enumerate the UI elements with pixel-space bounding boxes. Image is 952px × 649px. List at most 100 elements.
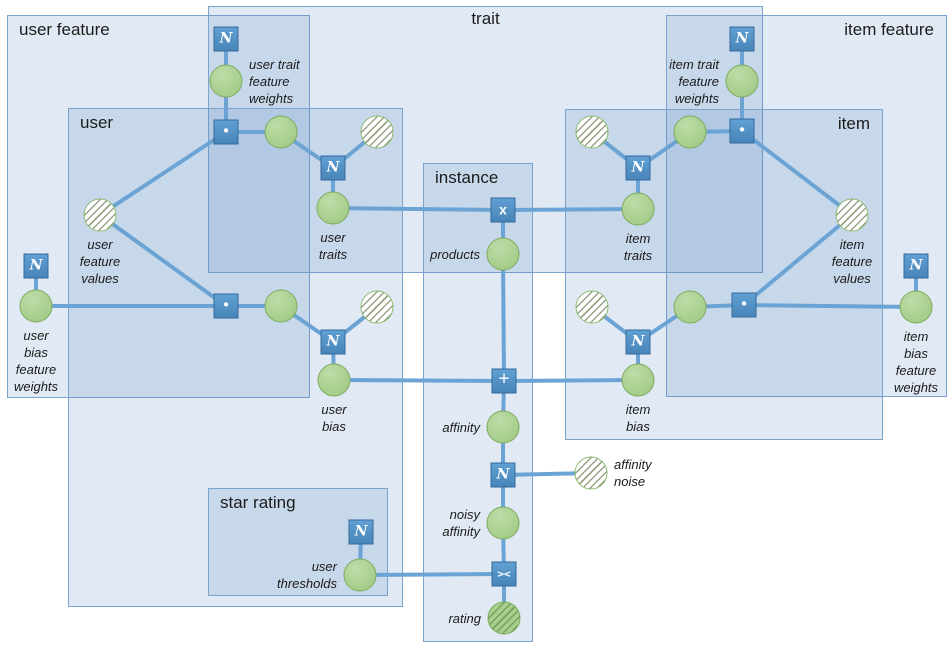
factor-gaussian-item-trait-feature-weights: N [729, 26, 755, 52]
variable-user-feature-values [83, 198, 117, 232]
variable-label-line: noise [614, 474, 646, 489]
factor-inner-product-item-traits: • [729, 118, 755, 144]
variable-user-traits-latent [264, 115, 298, 149]
variable-rating [487, 601, 521, 635]
factor-glyph-gaussian-noise: N [496, 466, 510, 483]
factor-inner-product-user-bias: • [213, 293, 239, 319]
edge-products--sum [501, 253, 506, 382]
plate-label-user-feature: user feature [19, 20, 110, 39]
variable-affinity [486, 410, 520, 444]
factor-glyph-gaussian-user-bias: N [326, 333, 340, 350]
variable-label-line: weights [249, 90, 294, 106]
plate-item-feature: item feature [666, 15, 947, 397]
factor-glyph-gaussian-user-bias-feature-weights: N [29, 257, 43, 274]
variable-label-rating: rating [331, 610, 481, 627]
variable-user-traits-observed [360, 115, 394, 149]
factor-gaussian-user-bias: N [320, 329, 346, 355]
factor-glyph-gaussian-item-trait-feature-weights: N [735, 30, 749, 47]
variable-label-line: feature [831, 254, 873, 269]
edge-item-bias--sum [503, 378, 639, 383]
factor-glyph-sum: + [498, 368, 510, 390]
edge-item-bias-feature-weights--inner-product-item-bias [743, 303, 917, 309]
variable-label-user-feature-values: user feature values [40, 236, 160, 287]
plate-label-trait: trait [471, 9, 500, 28]
factor-gaussian-user-bias-feature-weights: N [23, 253, 49, 279]
edge-user-feature-values--inner-product-user-traits [98, 130, 228, 217]
factor-gaussian-user-thresholds: N [348, 519, 374, 545]
plate-trait: trait [208, 6, 763, 273]
plate-user: user [68, 108, 403, 607]
variable-label-line: weights [893, 380, 939, 395]
variable-products [486, 237, 520, 271]
factor-glyph-gaussian-item-traits: N [631, 159, 645, 176]
variable-label-line: rating [448, 610, 481, 626]
edge-item-traits--product [502, 207, 639, 212]
factor-gaussian-item-bias-feature-weights: N [903, 253, 929, 279]
variable-label-line: feature [15, 362, 57, 377]
variable-user-bias-latent [264, 289, 298, 323]
factor-glyph-product: x [499, 201, 507, 217]
variable-user-traits [316, 191, 350, 225]
variable-item-bias-observed [575, 290, 609, 324]
edge-user-traits--product [332, 206, 504, 212]
variable-label-line: weights [13, 379, 59, 394]
edge-user-thresholds--threshold-compare [359, 572, 505, 577]
variable-label-line: weights [674, 90, 719, 106]
variable-label-line: noisy [449, 507, 480, 522]
variable-label-line: user [87, 237, 113, 252]
variable-user-thresholds [343, 558, 377, 592]
variable-label-line: products [430, 246, 480, 262]
variable-label-products: products [330, 246, 480, 263]
factor-glyph-gaussian-user-thresholds: N [354, 523, 368, 540]
variable-label-line: values [81, 271, 119, 286]
variable-user-bias-observed [360, 290, 394, 324]
factor-product: x [490, 197, 516, 223]
variable-label-line: user [23, 328, 49, 343]
variable-user-trait-feature-weights [209, 64, 243, 98]
factor-gaussian-item-bias: N [625, 329, 651, 355]
plate-user-feature: user feature [7, 15, 310, 398]
factor-glyph-threshold-compare: >< [497, 567, 511, 581]
variable-label-line: bias [322, 419, 346, 434]
plate-label-item: item [837, 114, 870, 133]
factor-glyph-gaussian-user-traits: N [326, 159, 340, 176]
factor-glyph-gaussian-item-bias-feature-weights: N [909, 257, 923, 274]
variable-affinity-noise [574, 456, 608, 490]
plate-label-instance: instance [435, 168, 499, 187]
factor-gaussian-item-traits: N [625, 155, 651, 181]
variable-item-bias-feature-weights [899, 290, 933, 324]
variable-label-line: thresholds [277, 576, 337, 591]
edge-user-feature-values--inner-product-user-bias [98, 213, 228, 308]
plate-label-item-feature: item feature [844, 20, 934, 39]
variable-item-trait-feature-weights [725, 64, 759, 98]
factor-glyph-inner-product-item-traits: • [739, 121, 745, 138]
edge-item-feature-values--inner-product-item-bias [742, 213, 854, 307]
plate-label-user: user [80, 113, 114, 132]
variable-label-line: item [625, 402, 651, 417]
factor-gaussian-noise: N [490, 462, 516, 488]
plate-label-star-rating: star rating [220, 493, 296, 512]
variable-label-line: user [320, 230, 346, 245]
edge-user-bias--sum [333, 378, 505, 383]
variable-label-line: affinity [442, 419, 480, 435]
factor-glyph-gaussian-item-bias: N [631, 333, 645, 350]
variable-item-traits-latent [673, 115, 707, 149]
factor-inner-product-user-traits: • [213, 119, 239, 145]
variable-label-line: bias [904, 346, 928, 361]
variable-label-line: user trait [249, 56, 300, 72]
variable-user-bias-feature-weights [19, 289, 53, 323]
variable-label-line: feature [79, 254, 121, 269]
factor-glyph-inner-product-user-traits: • [223, 122, 229, 139]
variable-label-line: feature [678, 73, 719, 89]
